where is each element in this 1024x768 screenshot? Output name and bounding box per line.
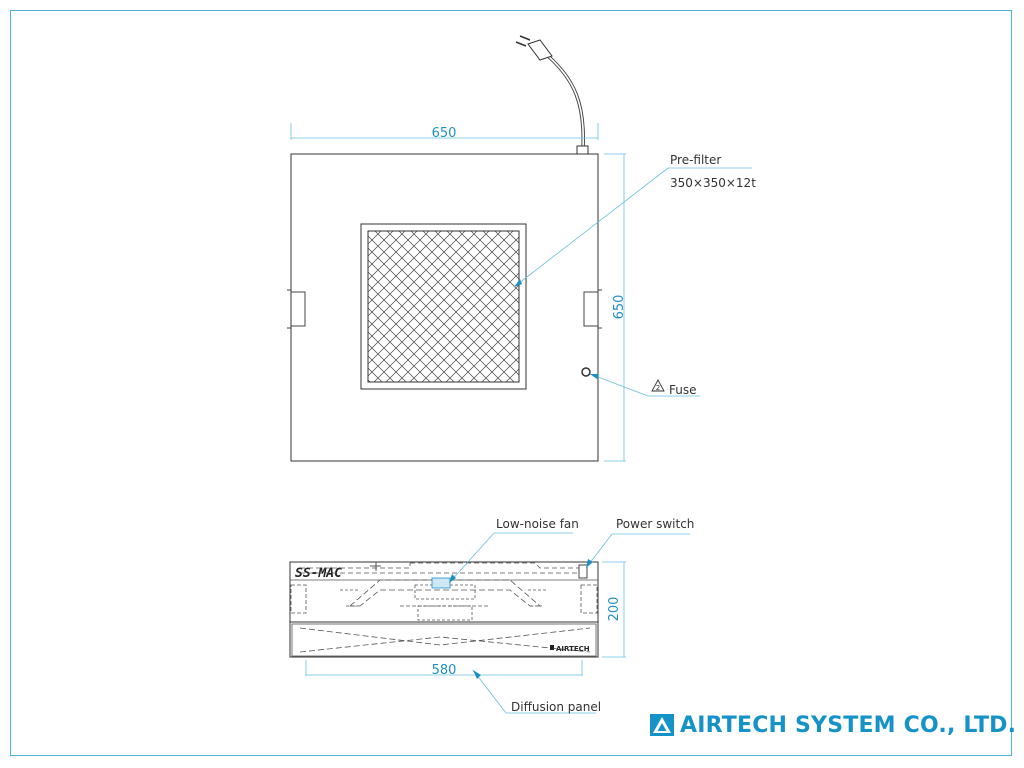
model-name: SS-MAC <box>295 566 342 581</box>
dim-width-label: 650 <box>432 126 457 141</box>
prefilter-mesh <box>367 230 520 383</box>
warning-triangle-icon: 2 <box>651 379 665 392</box>
dimension-top-height: 650 <box>604 153 627 462</box>
switch-label: Power switch <box>616 517 694 531</box>
switch-leader: Power switch <box>585 517 694 569</box>
front-handle-right <box>580 584 598 614</box>
fan-leader: Low-noise fan <box>448 517 579 584</box>
brand-plate: AIRTECH <box>556 645 590 653</box>
front-handle-left <box>290 584 307 614</box>
company-logo-icon <box>650 714 674 736</box>
dimension-top-width: 650 <box>290 123 599 141</box>
unit-outline-top <box>290 153 599 462</box>
prefilter-leader: Pre-filter 350×350×12t <box>513 153 756 288</box>
dimension-front-width: 580 <box>305 660 583 678</box>
fuse-leader: 2 Fuse <box>589 373 700 397</box>
fan-label: Low-noise fan <box>496 517 579 531</box>
top-view: 650 650 Pre-filter 350×350×12t 2 Fu <box>287 35 756 462</box>
prefilter-title: Pre-filter <box>670 153 721 167</box>
drawing-frame <box>10 10 1012 756</box>
handle-right <box>583 289 602 329</box>
company-name: AIRTECH SYSTEM CO., LTD. <box>680 712 1017 738</box>
diffusion-leader: Diffusion panel <box>472 669 601 714</box>
fuse-holder <box>581 367 591 377</box>
fan-assembly <box>340 577 548 621</box>
dimension-front-height: 200 <box>602 561 626 658</box>
fuse-label: Fuse <box>669 383 697 397</box>
front-view: SS-MAC AIRTECH <box>289 517 694 714</box>
brand-plate-mark <box>550 645 554 650</box>
diffusion-panel <box>291 623 597 657</box>
company-logo-block: AIRTECH SYSTEM CO., LTD. <box>650 710 1016 740</box>
fuse-marker: 2 <box>656 384 660 392</box>
dim-height-label: 650 <box>612 295 627 320</box>
prefilter-spec: 350×350×12t <box>670 176 756 190</box>
diffusion-label: Diffusion panel <box>511 700 601 714</box>
handle-left <box>287 289 306 329</box>
dim-front-height-label: 200 <box>607 597 622 622</box>
power-plug-icon <box>515 35 589 155</box>
dim-front-width-label: 580 <box>432 663 457 678</box>
power-switch <box>578 564 588 579</box>
